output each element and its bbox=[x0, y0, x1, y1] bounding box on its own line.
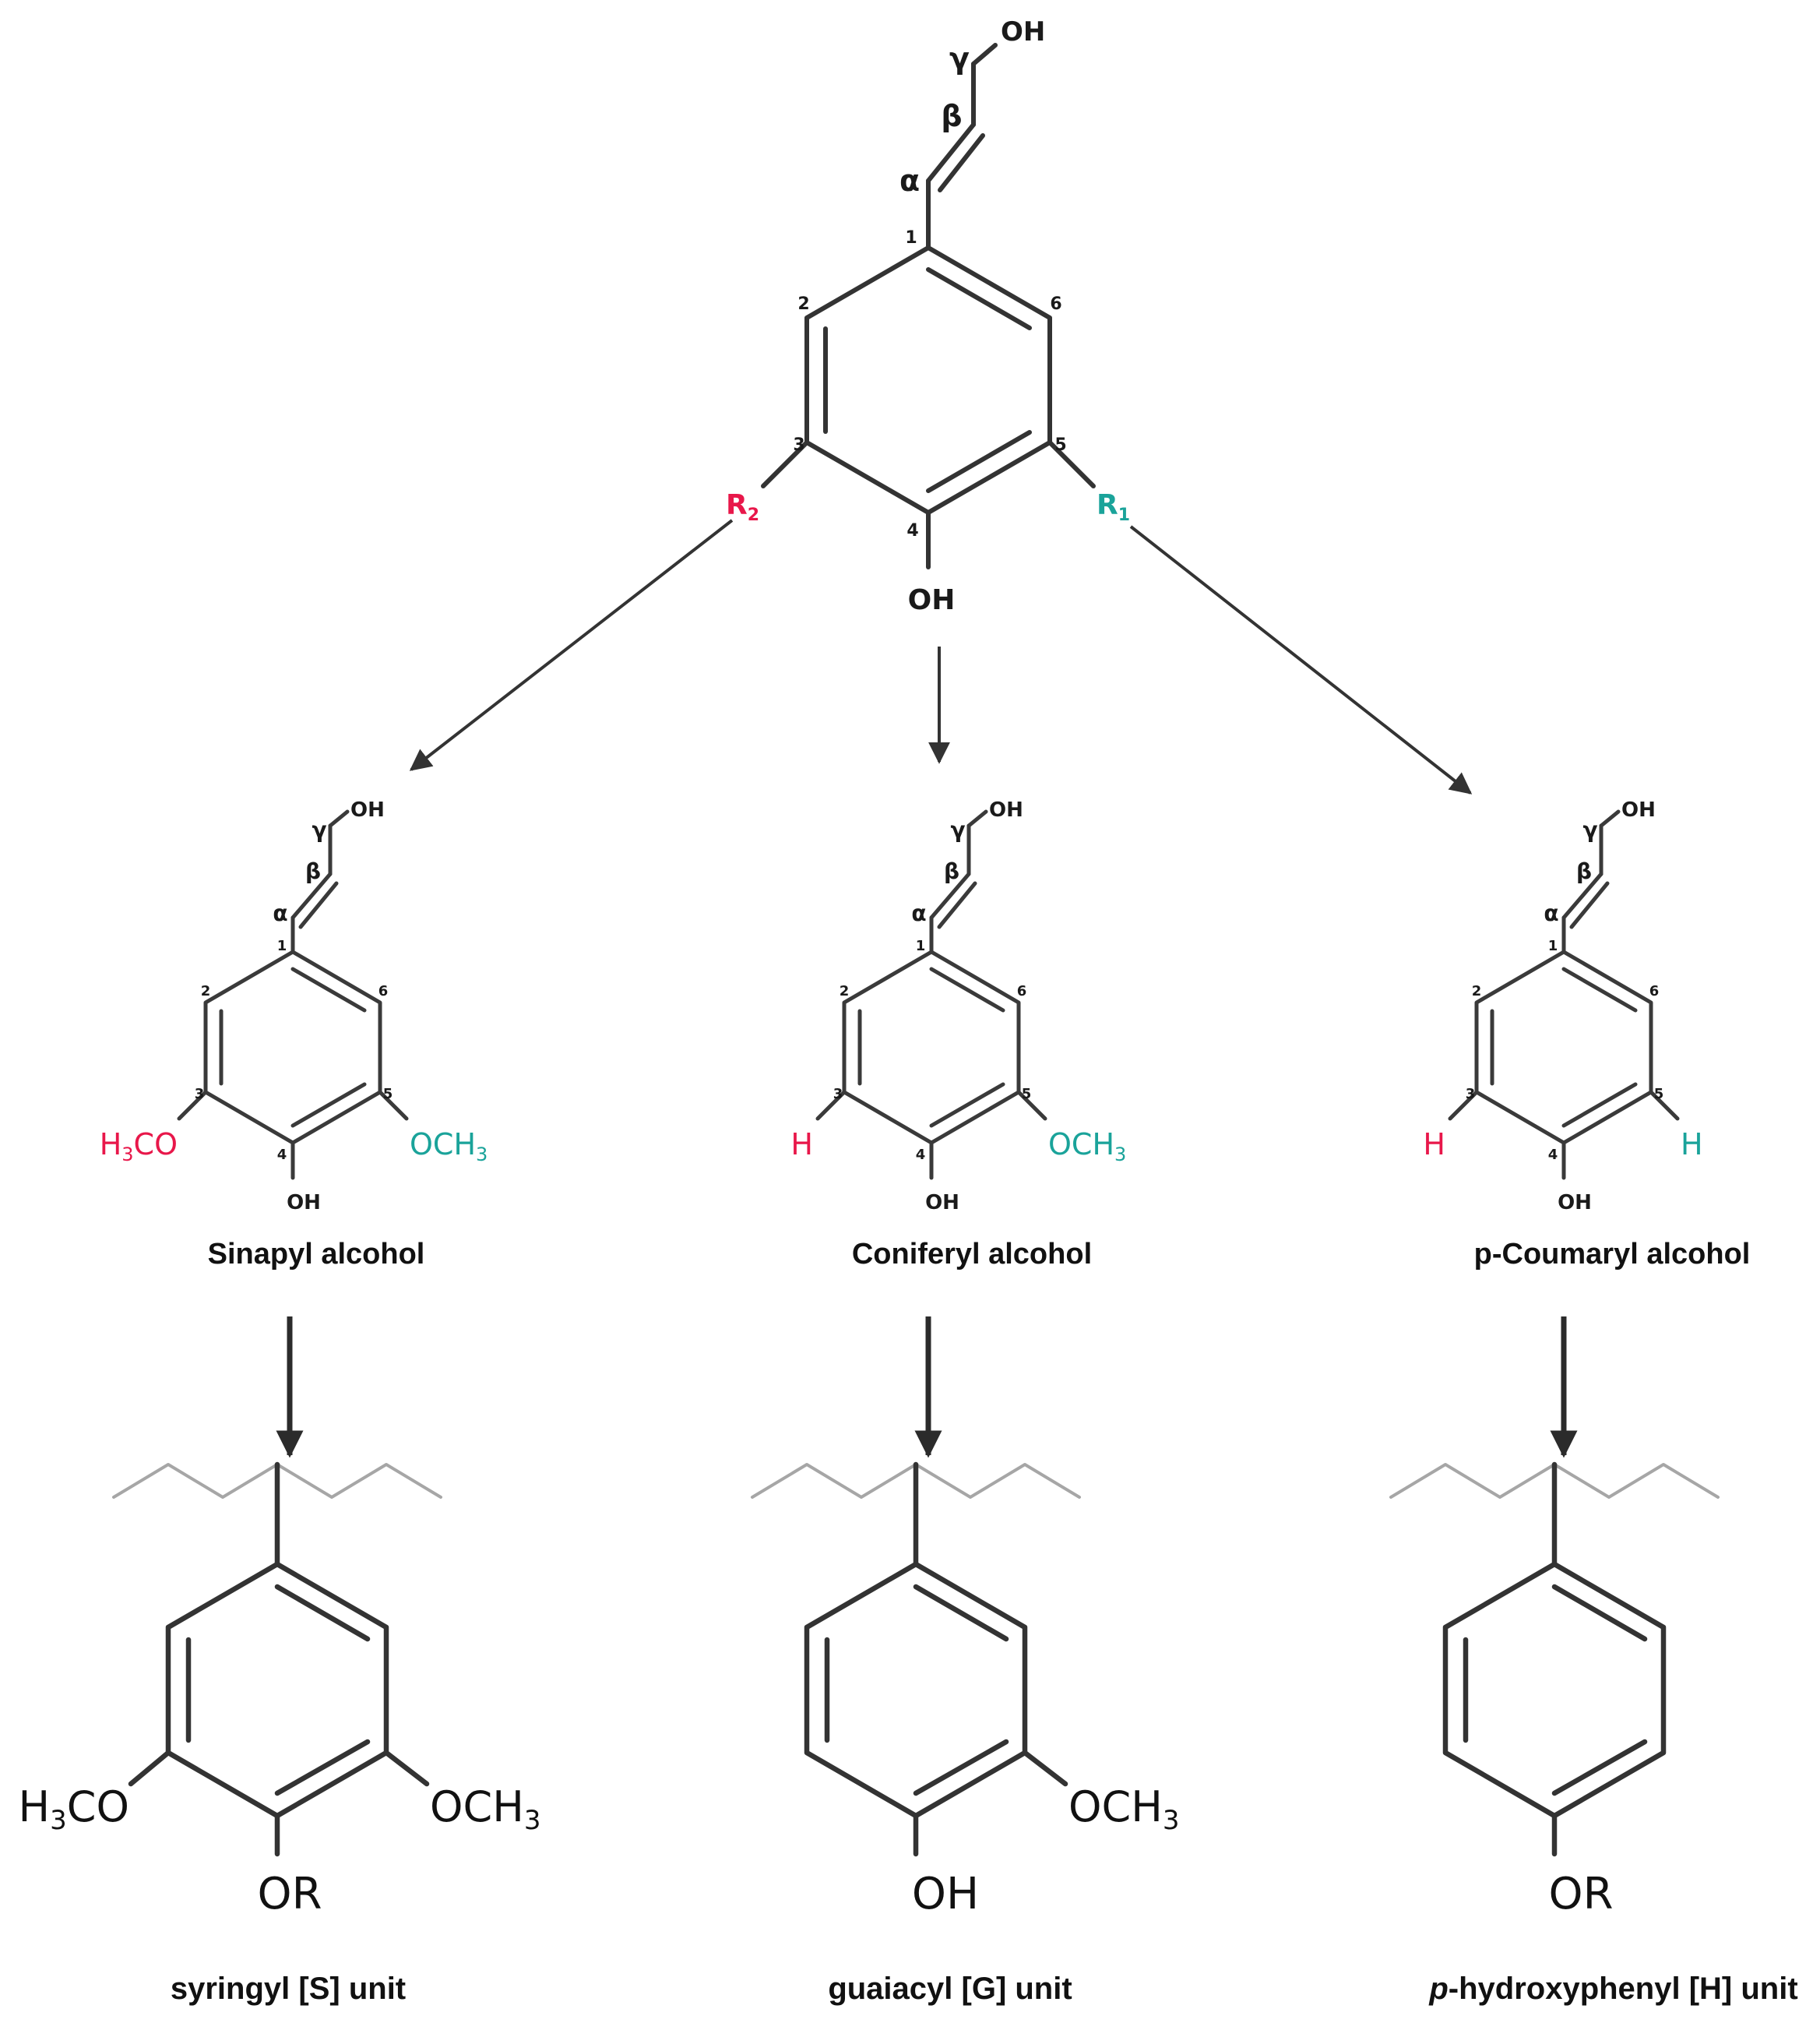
position-5-label: 5 bbox=[1654, 1086, 1664, 1102]
chain-oh-label: OH bbox=[1001, 16, 1045, 48]
gamma-label: γ bbox=[312, 817, 326, 843]
guaiacyl-unit-structure: OCH3 OH guaiacyl [G] unit bbox=[751, 1461, 1179, 2006]
beta-label: β bbox=[305, 858, 321, 884]
arrow-to-coumaryl bbox=[1129, 525, 1473, 795]
alpha-label: α bbox=[911, 900, 926, 926]
methoxy-right-label: OCH3 bbox=[1068, 1782, 1179, 1836]
r2-label: R2 bbox=[726, 489, 759, 525]
hydroxyl-label: OH bbox=[1558, 1191, 1592, 1214]
hydrogen-left-label: H bbox=[1423, 1127, 1445, 1161]
sinapyl-alcohol-structure: γ OH β α 1 2 3 4 5 6 H3CO OCH3 OH Sinapy… bbox=[100, 798, 488, 1271]
position-1-label: 1 bbox=[905, 228, 917, 248]
arrow-to-sinapyl bbox=[409, 519, 734, 771]
polymerization-arrows bbox=[276, 1316, 1578, 1458]
alpha-label: α bbox=[273, 900, 287, 926]
beta-label: β bbox=[1576, 858, 1592, 884]
position-4-label: 4 bbox=[916, 1147, 926, 1163]
position-5-label: 5 bbox=[1054, 435, 1066, 455]
position-3-label: 3 bbox=[195, 1086, 205, 1102]
position-2-label: 2 bbox=[1472, 983, 1482, 999]
chain-oh-label: OH bbox=[989, 798, 1023, 822]
beta-label: β bbox=[944, 858, 959, 884]
methoxy-left-label: H3CO bbox=[19, 1782, 129, 1836]
or-label: OR bbox=[258, 1869, 322, 1919]
r1-label: R1 bbox=[1097, 489, 1130, 525]
gamma-label: γ bbox=[949, 41, 970, 76]
derivation-arrows bbox=[409, 519, 1473, 795]
hydrogen-left-label: H bbox=[790, 1127, 813, 1161]
position-6-label: 6 bbox=[1649, 983, 1660, 999]
or-label: OR bbox=[1549, 1869, 1614, 1919]
gamma-label: γ bbox=[1582, 817, 1597, 843]
position-6-label: 6 bbox=[378, 983, 389, 999]
hydrogen-right-label: H bbox=[1681, 1127, 1703, 1161]
hydroxyl-label: OH bbox=[925, 1191, 959, 1214]
hydroxyl-label: OH bbox=[287, 1191, 321, 1214]
coniferyl-alcohol-name: Coniferyl alcohol bbox=[852, 1238, 1092, 1271]
position-4-label: 4 bbox=[1548, 1147, 1558, 1163]
alpha-label: α bbox=[899, 164, 920, 198]
hydroxyl-label: OH bbox=[908, 584, 956, 616]
oh-label: OH bbox=[912, 1869, 979, 1919]
hydroxyphenyl-unit-structure: OR p-hydroxyphenyl [H] unit bbox=[1389, 1461, 1798, 2006]
position-1-label: 1 bbox=[1548, 938, 1558, 954]
alpha-label: α bbox=[1544, 900, 1558, 926]
position-2-label: 2 bbox=[201, 983, 211, 999]
guaiacyl-unit-name: guaiacyl [G] unit bbox=[828, 1972, 1072, 2006]
position-3-label: 3 bbox=[1466, 1086, 1476, 1102]
beta-label: β bbox=[941, 99, 962, 133]
hydroxyphenyl-unit-name: p-hydroxyphenyl [H] unit bbox=[1428, 1972, 1797, 2006]
position-4-label: 4 bbox=[906, 521, 918, 541]
position-1-label: 1 bbox=[916, 938, 926, 954]
position-6-label: 6 bbox=[1050, 294, 1061, 314]
position-3-label: 3 bbox=[833, 1086, 843, 1102]
chain-oh-label: OH bbox=[350, 798, 385, 822]
position-2-label: 2 bbox=[797, 294, 809, 314]
methoxy-right-label: OCH3 bbox=[430, 1782, 540, 1836]
position-3-label: 3 bbox=[793, 435, 804, 455]
position-1-label: 1 bbox=[277, 938, 287, 954]
position-6-label: 6 bbox=[1017, 983, 1027, 999]
chain-oh-label: OH bbox=[1621, 798, 1656, 822]
position-2-label: 2 bbox=[840, 983, 850, 999]
coniferyl-alcohol-structure: γ OH β α 1 2 3 4 5 6 H OCH3 OH Coniferyl… bbox=[790, 798, 1126, 1271]
gamma-label: γ bbox=[950, 817, 965, 843]
generic-monolignol-structure: γ OH β α 1 2 3 4 5 6 R2 R1 OH bbox=[726, 16, 1130, 616]
coumaryl-alcohol-name: p-Coumaryl alcohol bbox=[1474, 1238, 1751, 1271]
syringyl-unit-name: syringyl [S] unit bbox=[171, 1972, 406, 2006]
position-5-label: 5 bbox=[1022, 1086, 1032, 1102]
methoxy-left-label: H3CO bbox=[100, 1127, 178, 1165]
sinapyl-alcohol-name: Sinapyl alcohol bbox=[208, 1238, 425, 1271]
syringyl-unit-structure: H3CO OCH3 OR syringyl [S] unit bbox=[19, 1461, 540, 2006]
position-4-label: 4 bbox=[277, 1147, 287, 1163]
methoxy-right-label: OCH3 bbox=[410, 1127, 488, 1165]
position-5-label: 5 bbox=[383, 1086, 393, 1102]
coumaryl-alcohol-structure: γ OH β α 1 2 3 4 5 6 H H OH p-Coumaryl a… bbox=[1423, 798, 1750, 1271]
methoxy-right-label: OCH3 bbox=[1048, 1127, 1126, 1165]
